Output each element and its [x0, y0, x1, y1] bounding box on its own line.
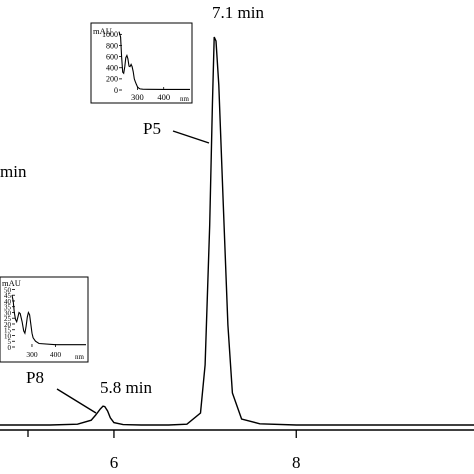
peak-p8-time-label: 5.8 min	[100, 378, 152, 397]
inset-y-tick-label: 35	[4, 304, 12, 312]
peak-p8-leader-line	[56, 388, 97, 414]
inset-y-tick-label: 20	[4, 321, 12, 329]
inset-y-tick-label: 40	[4, 298, 12, 306]
inset-p8-ylabel: mAU	[2, 278, 21, 288]
inset-y-tick-label: 200	[106, 75, 118, 84]
inset-y-tick-label: 0	[114, 86, 118, 95]
inset-y-tick-label: 600	[106, 52, 118, 61]
inset-p8-frame	[0, 276, 89, 363]
inset-y-tick-label: 50	[4, 286, 12, 294]
inset-p5-ylabel: mAU	[93, 26, 112, 36]
inset-p5-trace	[118, 31, 190, 90]
peak-p5-leader-line	[172, 130, 210, 144]
inset-p8-xlabel: nm	[75, 353, 85, 361]
chromatogram-trace	[0, 36, 474, 426]
inset-y-tick-label: 5	[8, 338, 12, 346]
inset-y-tick-label: 25	[4, 315, 12, 323]
inset-x-tick-label: 300	[26, 350, 38, 359]
inset-x-tick-label: 400	[157, 92, 170, 102]
peak-p8-label: P8	[26, 368, 44, 387]
peak-p5-time-label: 7.1 min	[212, 3, 264, 22]
peak-p5-label: P5	[143, 119, 161, 138]
inset-y-tick-label: 15	[4, 327, 12, 335]
x-tick-label: 8	[292, 453, 301, 472]
inset-p5-xlabel: nm	[180, 95, 190, 103]
x-tick-label: 6	[110, 453, 119, 472]
cutoff-min-label: min	[0, 162, 27, 181]
inset-y-tick-label: 30	[4, 309, 12, 317]
inset-y-tick-label: 45	[4, 292, 12, 300]
inset-p5-spectrum: mAU nm 0 200 400 600 800 1000 300 400	[90, 22, 193, 104]
inset-y-tick-label: 400	[106, 64, 118, 73]
inset-x-tick-label: 400	[50, 350, 62, 359]
inset-y-tick-label: 800	[106, 41, 118, 50]
inset-x-tick-label: 300	[131, 92, 144, 102]
inset-y-tick-label: 0	[8, 344, 12, 352]
inset-y-tick-label: 10	[4, 332, 12, 340]
inset-y-tick-label: 1000	[102, 30, 118, 39]
inset-p8-trace	[11, 295, 86, 346]
